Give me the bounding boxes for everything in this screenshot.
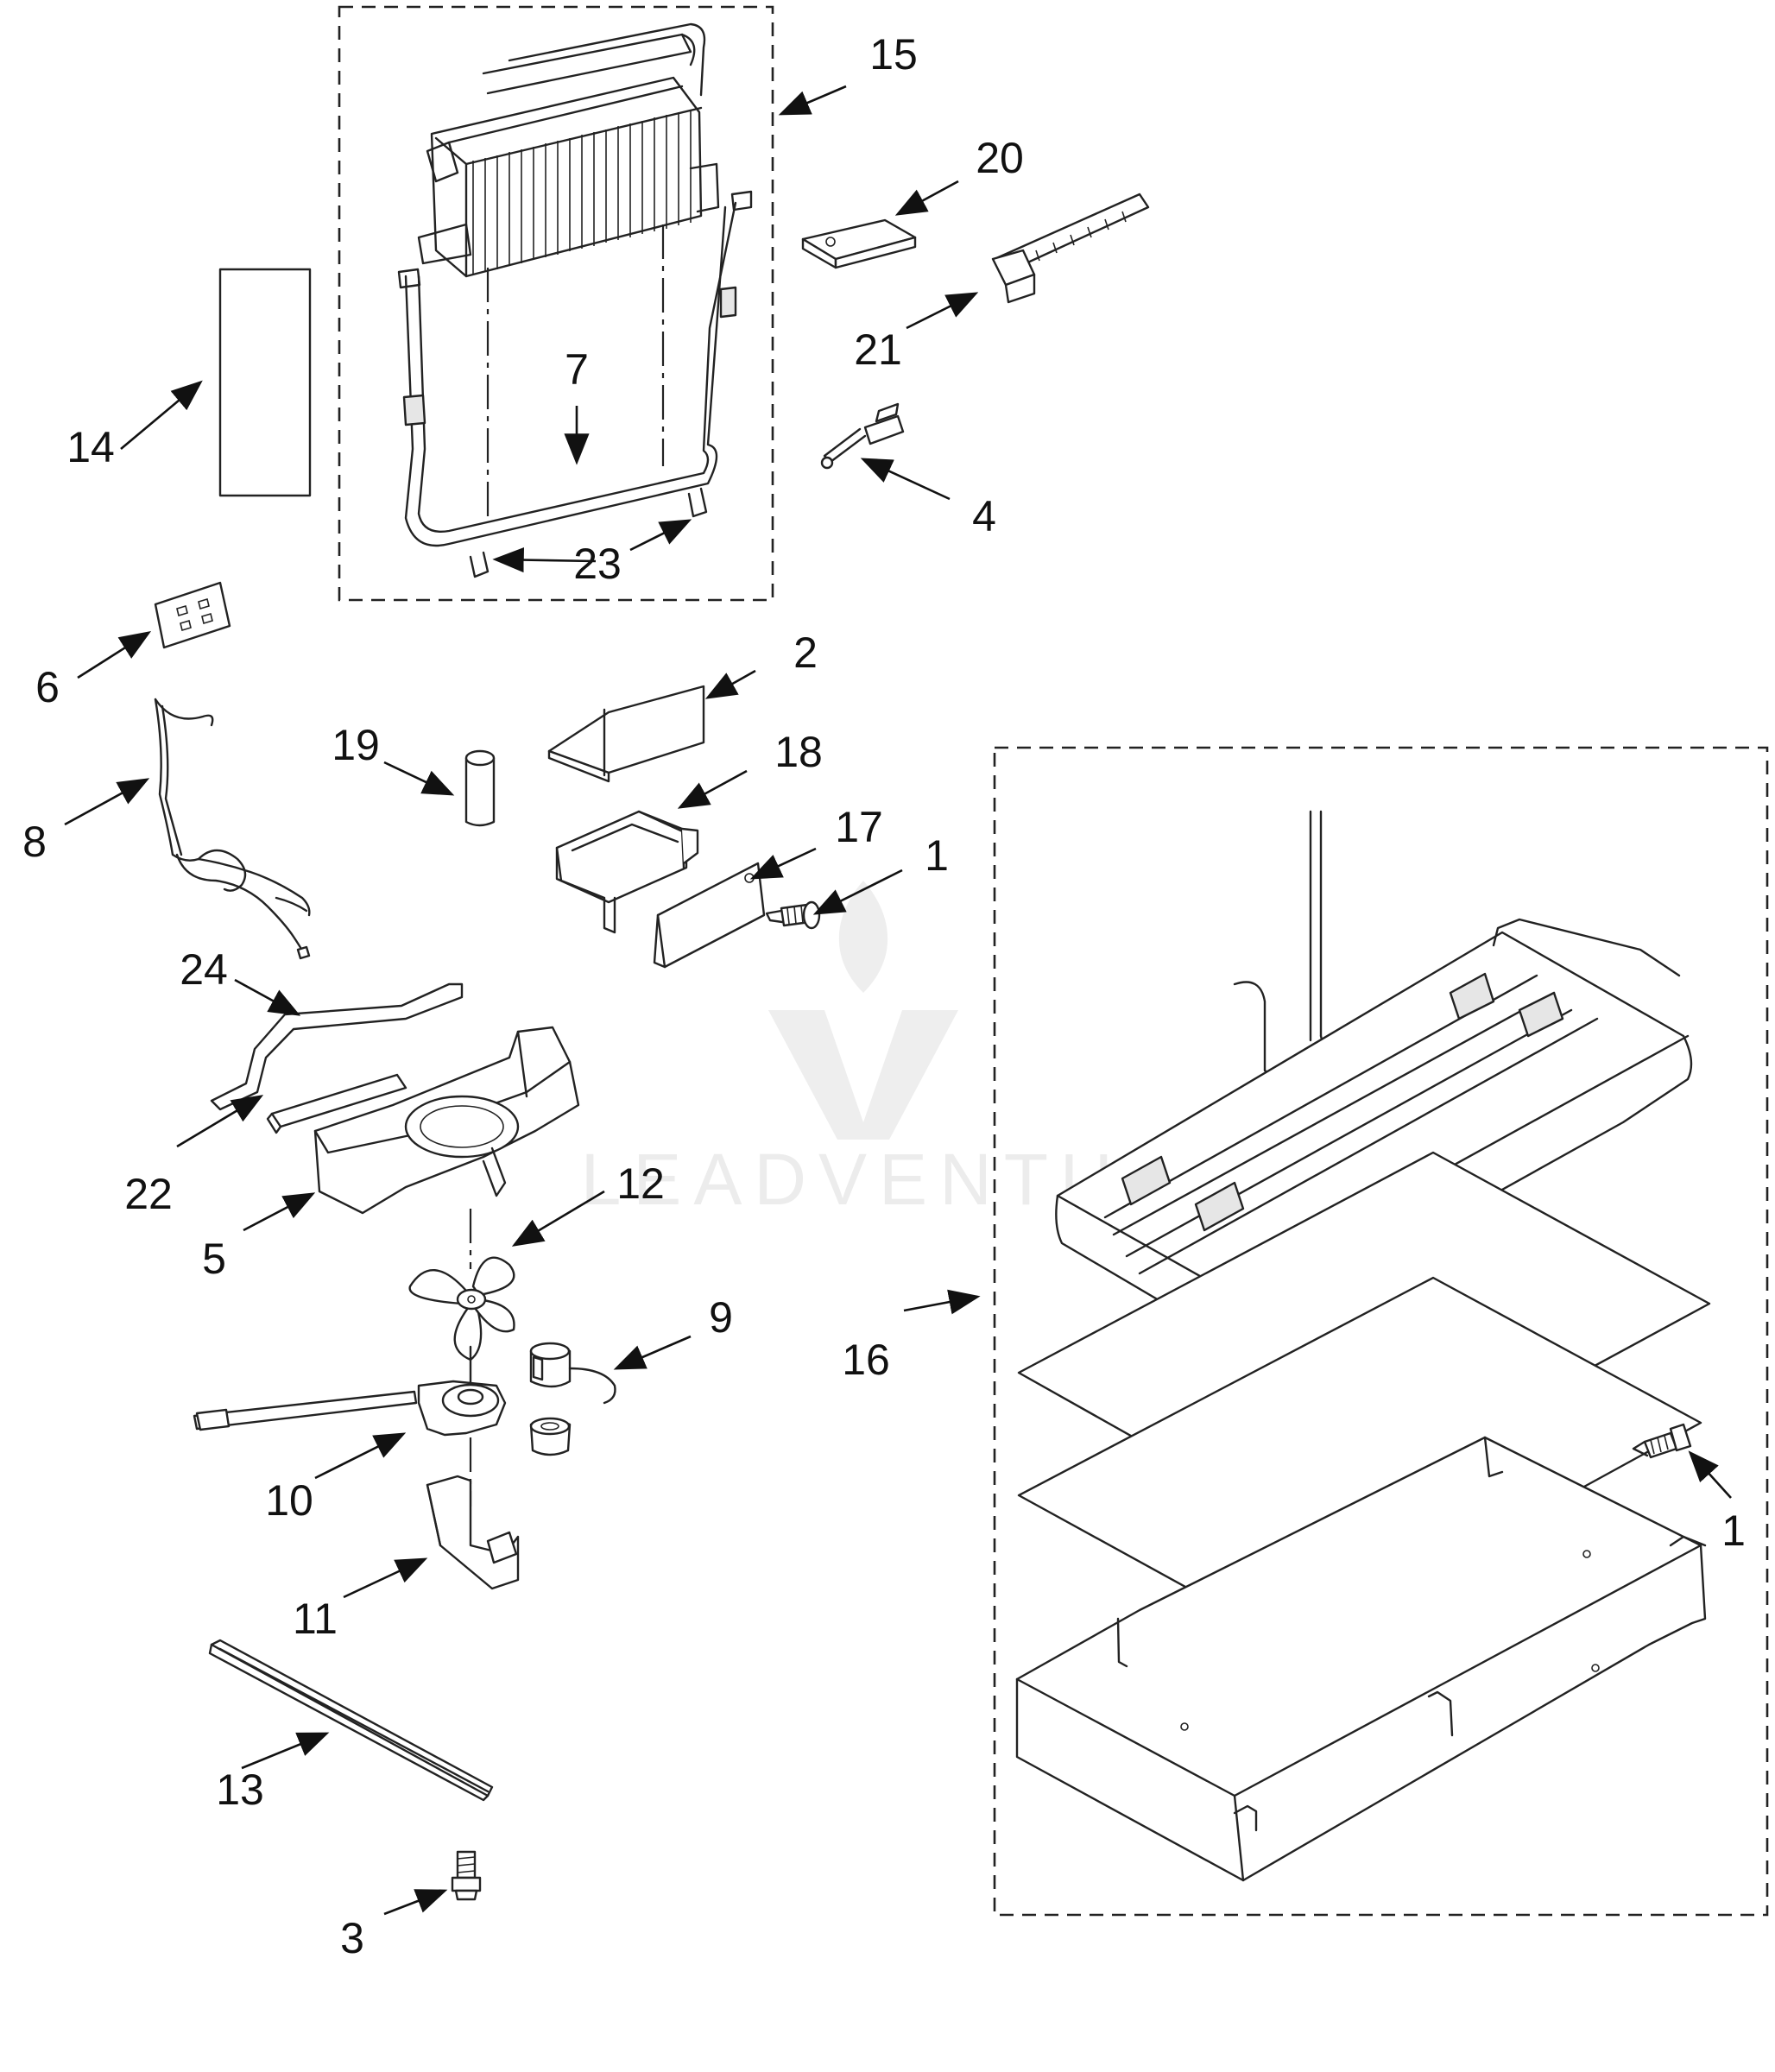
callout-5: 5	[202, 1235, 226, 1283]
callout-7: 7	[565, 345, 589, 394]
callout-1-tray: 1	[1721, 1507, 1746, 1555]
group-box-15	[338, 5, 774, 602]
block-part	[801, 218, 917, 269]
callout-24: 24	[180, 945, 228, 994]
fan-shroud-part	[313, 1026, 580, 1215]
callout-3: 3	[340, 1914, 364, 1962]
callout-23: 23	[573, 540, 622, 588]
motor-mount-part	[426, 1437, 520, 1590]
grommets-part	[529, 1342, 616, 1456]
clip-part	[266, 1073, 407, 1134]
rail-part	[208, 1639, 494, 1802]
watermark-flame-icon	[838, 881, 888, 993]
insulation-panel-part	[218, 268, 312, 497]
cover-plate-part	[653, 862, 766, 969]
callout-21: 21	[854, 325, 902, 374]
group-box-16	[993, 746, 1769, 1917]
screw-part-3	[451, 1850, 482, 1901]
callout-20: 20	[976, 134, 1024, 182]
screw-part-1	[765, 900, 821, 930]
watermark-v-icon	[768, 1010, 958, 1140]
callout-8: 8	[22, 818, 47, 866]
callout-1-top: 1	[925, 831, 949, 880]
capacitor-part	[464, 749, 496, 827]
defrost-heater-part	[397, 190, 753, 578]
callout-14: 14	[66, 423, 115, 471]
wire-harness-part	[154, 698, 311, 960]
callout-10: 10	[265, 1476, 313, 1525]
strip-part	[210, 982, 464, 1111]
drain-tray-assembly-part	[1055, 810, 1693, 1339]
callout-12: 12	[616, 1159, 665, 1208]
callout-13: 13	[216, 1766, 264, 1814]
fan-motor-part	[193, 1345, 507, 1437]
callout-4: 4	[972, 492, 996, 540]
callout-18: 18	[774, 728, 823, 776]
sensor-part	[820, 402, 905, 470]
callout-16: 16	[842, 1336, 890, 1384]
callout-9: 9	[709, 1293, 733, 1342]
callout-2: 2	[793, 629, 818, 677]
callout-6: 6	[35, 663, 60, 711]
bracket-part	[547, 685, 705, 783]
callout-19: 19	[332, 721, 380, 769]
cable-tie-part	[991, 193, 1150, 304]
leader-arrows	[64, 85, 1732, 1916]
evaporator-part	[417, 22, 720, 278]
housing-part	[555, 810, 699, 934]
control-board-part	[154, 581, 231, 649]
callout-labels: 15 20 21 14 7 4 23 6 2 19 18 8 17 1 24 2…	[22, 30, 1746, 1962]
callout-15: 15	[869, 30, 918, 79]
tray-pan-part	[1015, 1436, 1707, 1882]
fan-blade-part	[408, 1209, 515, 1361]
callout-11: 11	[293, 1595, 338, 1643]
callout-17: 17	[835, 803, 883, 851]
callout-22: 22	[124, 1170, 173, 1218]
screw-part-1b	[1632, 1423, 1692, 1459]
